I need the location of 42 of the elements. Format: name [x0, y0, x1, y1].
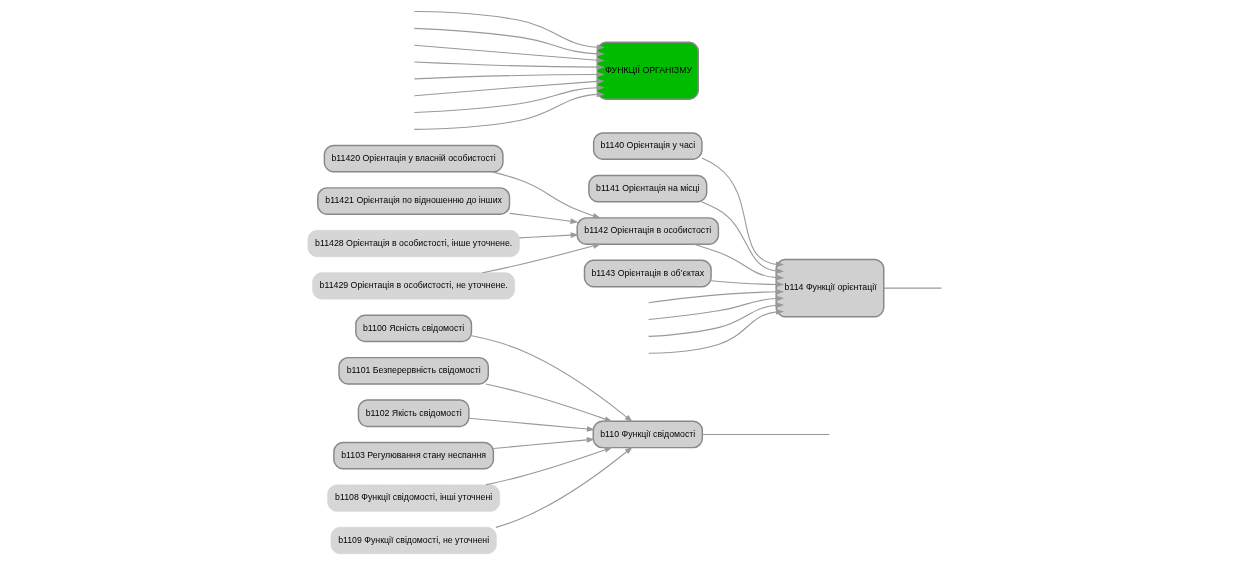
arrow: [648, 302, 785, 337]
arrow: [495, 446, 633, 528]
arrow: [648, 309, 785, 354]
connector: [701, 433, 830, 435]
arrow: [413, 27, 605, 57]
node-box: b1141 Орієнтація на місці: [588, 174, 708, 203]
arrow: [701, 157, 785, 268]
arrow: [482, 243, 602, 274]
node-box: b1103 Регулювання стану неспання: [333, 441, 495, 470]
node-box: b1101 Безперервність свідомості: [338, 356, 489, 385]
node-box: b11428 Орієнтація в особистості, інше уточнене.: [307, 229, 520, 258]
arrow: [701, 201, 785, 274]
arrow: [518, 232, 579, 239]
connector: [883, 287, 942, 289]
arrow: [471, 335, 633, 423]
arrow: [413, 11, 605, 51]
arrow: [509, 212, 579, 224]
node-box: b1142 Орієнтація в особистості: [576, 217, 720, 245]
arrow: [492, 437, 595, 449]
arrow: [413, 78, 605, 97]
node-box: b1143 Орієнтація в об’єктах: [583, 259, 712, 288]
arrow: [413, 61, 605, 70]
node-box: b1102 Якість свідомості: [357, 399, 470, 428]
arrow: [485, 383, 613, 422]
arrow: [413, 84, 605, 114]
arrow: [413, 91, 605, 130]
node-box: b1140 Орієнтація у часі: [592, 132, 703, 161]
node-box: b11429 Орієнтація в особистості, не уточнене.: [312, 272, 515, 300]
arrow: [413, 44, 605, 63]
arrow: [648, 289, 785, 304]
arrow: [413, 71, 605, 80]
arrow: [648, 295, 785, 321]
arrow: [468, 417, 595, 432]
node-box: b11420 Орієнтація у власній особистості: [323, 144, 504, 173]
node-box: b1109 Функції свідомості, не уточнені: [330, 527, 497, 555]
node-box: b1108 Функції свідомості, інші уточнені: [327, 484, 500, 512]
arrow: [485, 447, 613, 486]
node-box: b1100 Ясність свідомості: [355, 314, 473, 343]
arrow: [710, 280, 785, 288]
node-box: b110 Функції свідомості: [592, 420, 703, 449]
arrow: [491, 171, 601, 219]
node-box: b11421 Орієнтація по відношенню до інших: [317, 187, 511, 215]
